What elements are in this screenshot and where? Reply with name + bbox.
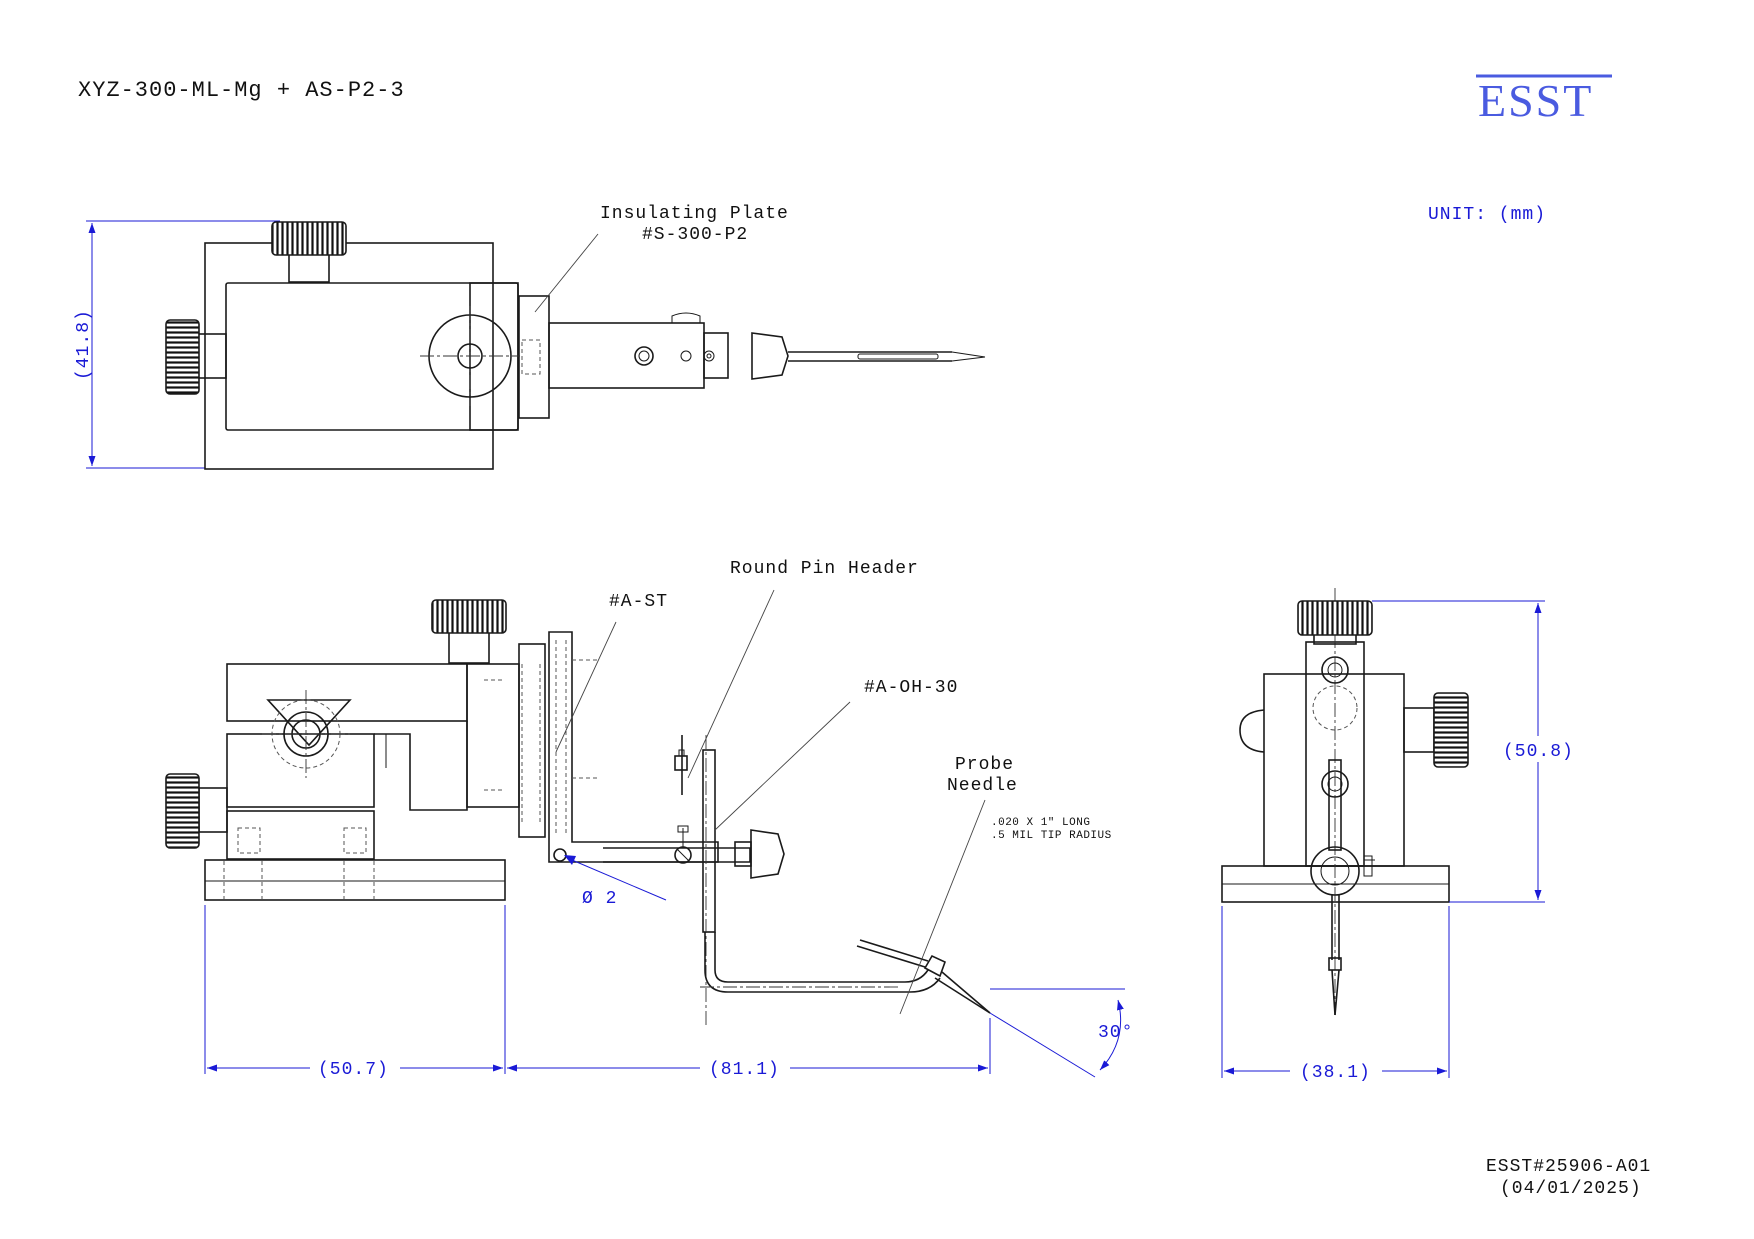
callout-probe-needle-line2: Needle [947,776,1018,796]
logo-text: ESST [1478,75,1593,126]
top-view: (41.8) In [74,204,986,470]
callout-insulating-plate: Insulating Plate [600,204,789,224]
callout-insulating-plate-part: #S-300-P2 [642,225,748,245]
base-length-dimension: (50.7) [318,1060,389,1080]
document-number: ESST#25906-A01 [1486,1157,1651,1177]
end-view-height-dimension: (50.8) [1503,742,1574,762]
needle-spec-length: .020 X 1" LONG [991,817,1090,829]
esst-logo: ESST [1476,74,1612,126]
document-date: (04/01/2025) [1500,1179,1642,1199]
end-view-width-dimension: (38.1) [1300,1063,1371,1083]
callout-a-oh-30: #A-OH-30 [864,678,958,698]
callout-a-st: #A-ST [609,592,668,612]
needle-spec-tip-radius: .5 MIL TIP RADIUS [991,830,1112,842]
drawing-title: XYZ-300-ML-Mg + AS-P2-3 [78,78,405,103]
reach-dimension: (81.1) [709,1060,780,1080]
top-view-height-dimension: (41.8) [74,309,94,380]
end-view: (50.8) (38.1) [1221,588,1580,1084]
callout-round-pin-header: Round Pin Header [730,559,919,579]
needle-angle-dimension: 30° [1098,1023,1133,1043]
callout-probe-needle-line1: Probe [955,755,1014,775]
side-view: Round Pin Header #A-ST #A-OH-30 Probe Ne… [165,559,1133,1081]
pin-diameter-dimension: Ø 2 [582,889,617,909]
unit-label: UNIT: (mm) [1428,205,1546,225]
